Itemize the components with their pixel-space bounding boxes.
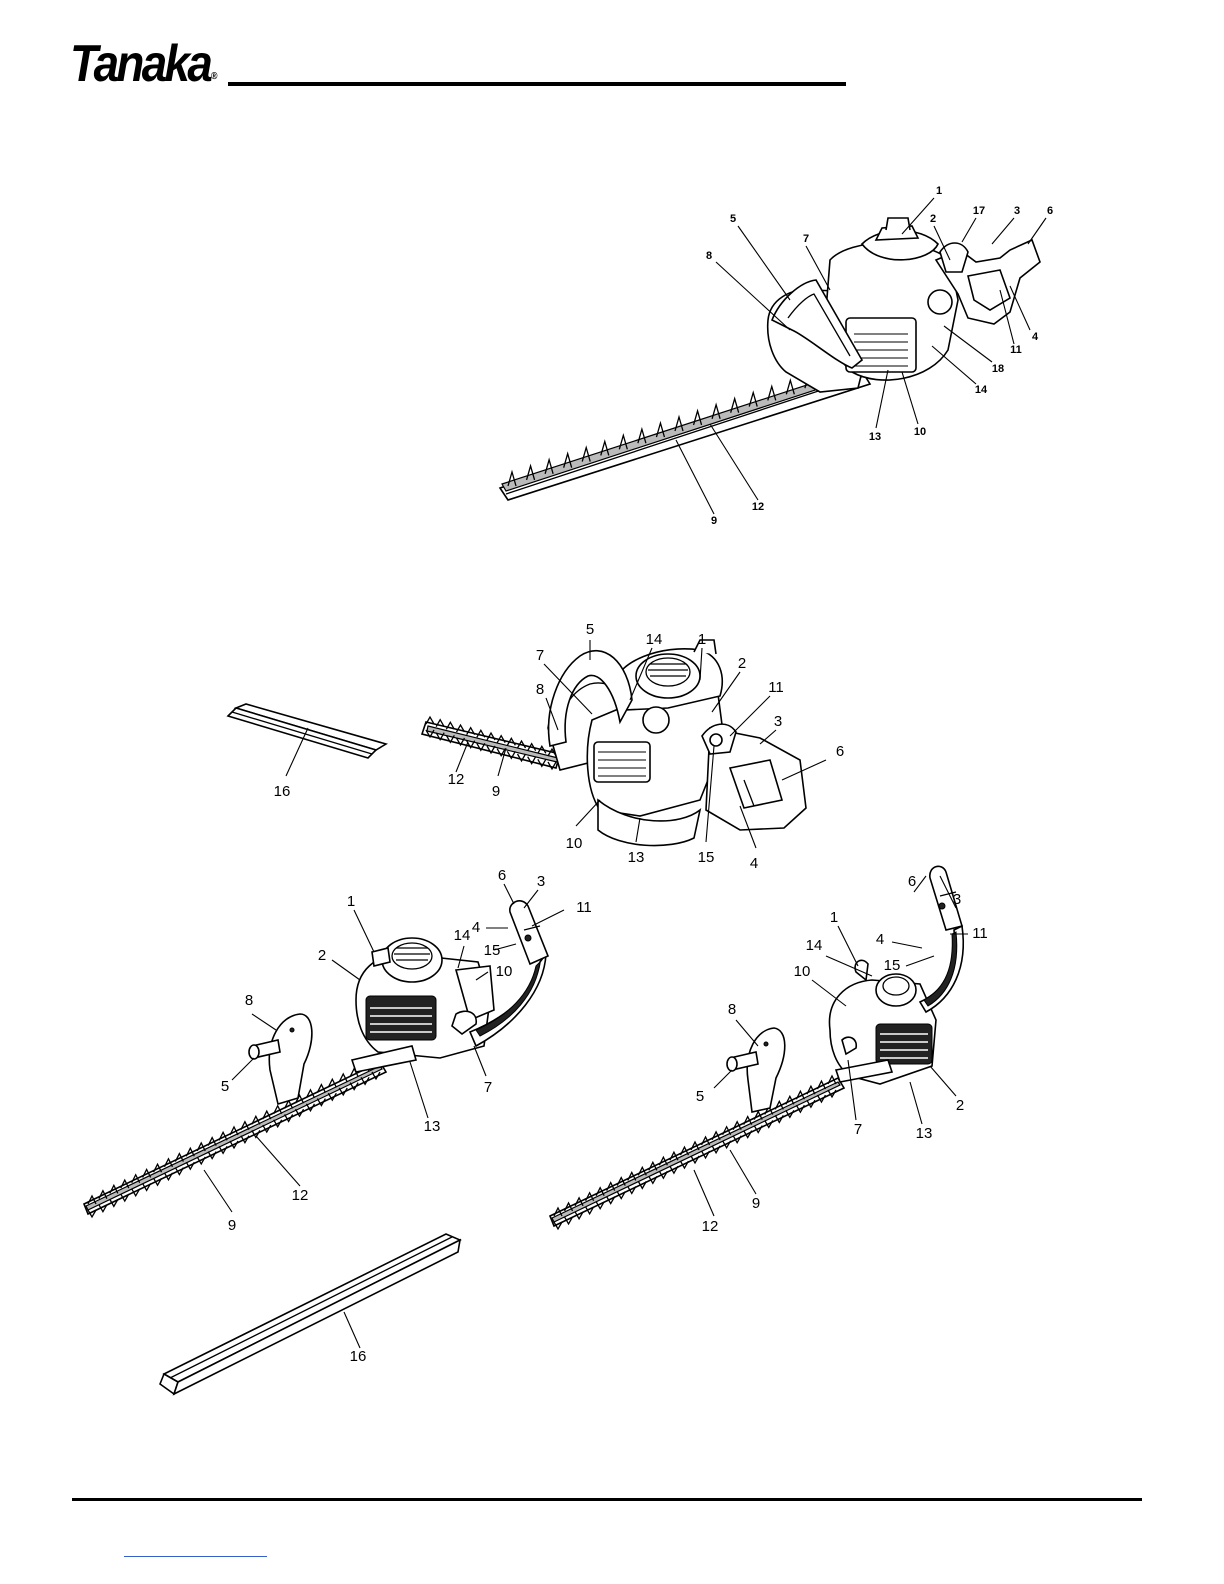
callout-label: 9 xyxy=(752,1195,760,1212)
callout-label: 12 xyxy=(702,1218,719,1235)
callout-label: 2 xyxy=(956,1097,964,1114)
footer-link-underline xyxy=(124,1556,267,1557)
callout-label: 11 xyxy=(972,925,988,942)
callout-label: 3 xyxy=(953,891,961,908)
engine-body-lower-right xyxy=(829,960,936,1084)
rear-guard-lower-right xyxy=(727,1028,785,1112)
callout-label: 4 xyxy=(876,931,884,948)
callout-label: 1 xyxy=(830,909,838,926)
callout-label: 7 xyxy=(854,1121,862,1138)
callout-label: 5 xyxy=(696,1088,704,1105)
shaft-and-rear-handle-lower-right xyxy=(920,866,963,1012)
callout-label: 14 xyxy=(806,937,823,954)
callout-label: 13 xyxy=(916,1125,933,1142)
footer-rule xyxy=(72,1498,1142,1501)
callout-label: 8 xyxy=(728,1001,736,1018)
callout-label: 10 xyxy=(794,963,811,980)
callout-label: 6 xyxy=(908,873,916,890)
callout-label: 15 xyxy=(884,957,901,974)
